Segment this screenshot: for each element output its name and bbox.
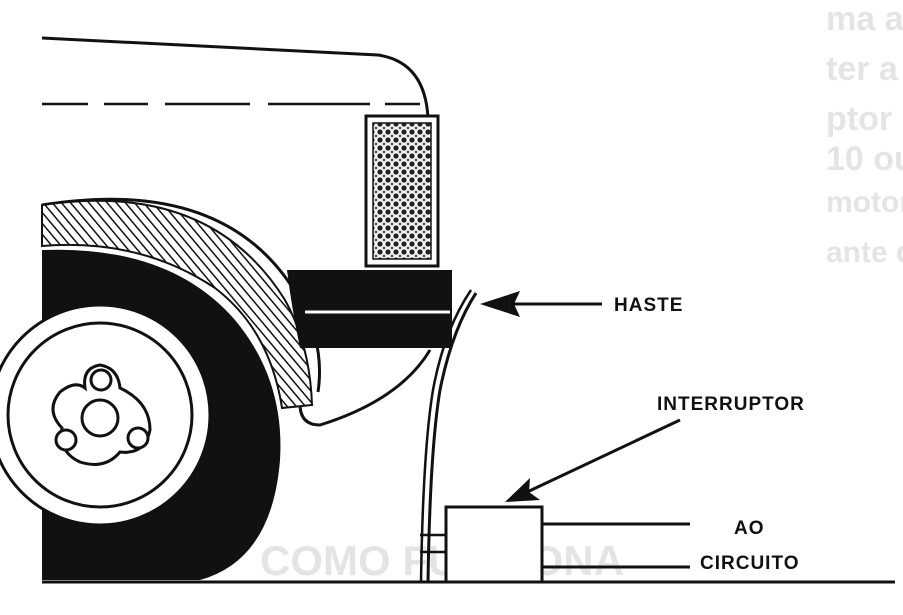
- hood-line: [41, 36, 430, 119]
- bleed-line-1: ma algum dispositivo de comutação para: [826, 0, 903, 38]
- bleed-line-5: motor exibimos a mola: [826, 186, 903, 219]
- car-body: [41, 36, 432, 427]
- bleed-through-text: ma algum dispositivo de comutação para t…: [260, 0, 903, 584]
- wheel: [0, 249, 281, 580]
- label-interruptor: INTERRUPTOR: [657, 394, 805, 415]
- hub: [51, 363, 152, 466]
- bleed-line-2: ter a luga do cesconhecido, um interru-: [826, 50, 903, 88]
- bleed-line-4: 10 ou 15 segundos após a ligação do: [826, 140, 903, 178]
- interruptor-arrow: [505, 418, 681, 502]
- fender-arch: [41, 197, 322, 393]
- label-ao: AO: [734, 518, 765, 539]
- bleed-line-3: ptor no próprio carro para a descarga do: [826, 100, 903, 138]
- bleed-line-7: COMO FUNCIONA: [260, 537, 624, 584]
- headlight: [364, 114, 440, 268]
- label-haste: HASTE: [614, 295, 683, 316]
- tire-tread-hatching: [41, 199, 314, 410]
- bumper: [287, 270, 452, 348]
- label-circuito: CIRCUITO: [700, 553, 799, 574]
- interruptor-box: [444, 505, 544, 584]
- haste-rod: [419, 289, 478, 583]
- fender-lower-line: [298, 345, 432, 427]
- haste-arrow: [480, 291, 602, 317]
- bleed-line-6: ante que comanda: [826, 236, 903, 269]
